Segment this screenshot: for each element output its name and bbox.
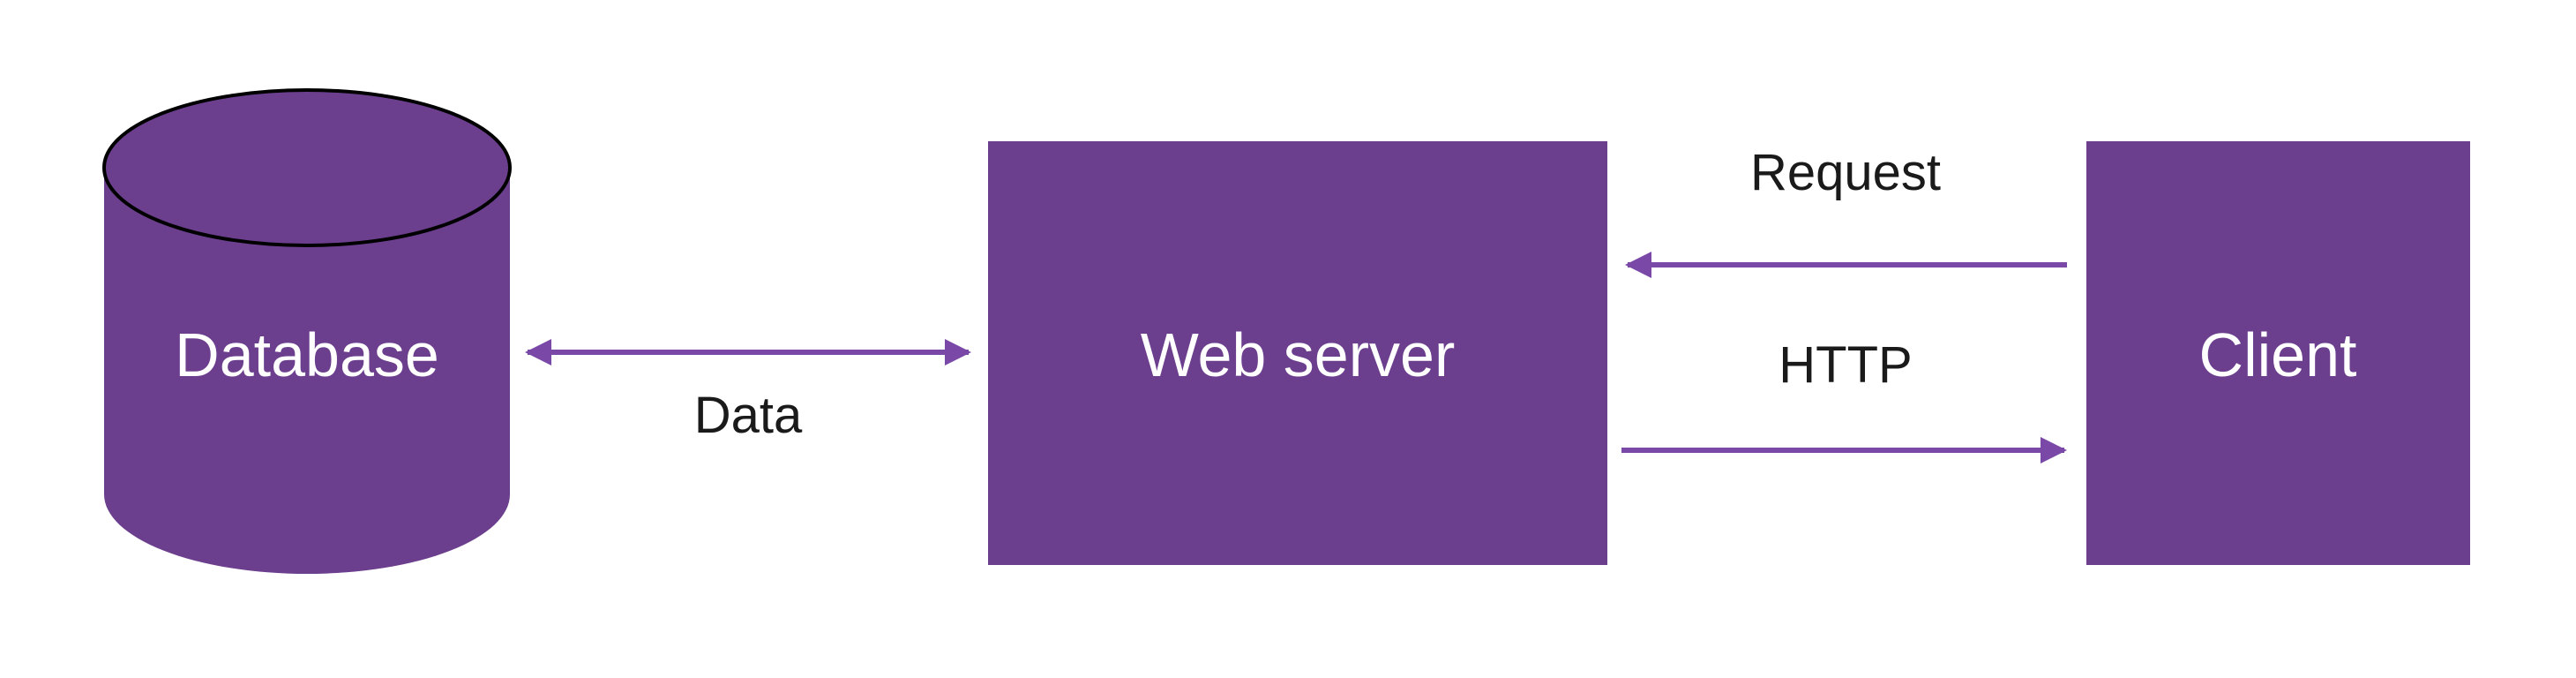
database-label: Database bbox=[175, 320, 439, 389]
web-server-box bbox=[988, 141, 1607, 565]
http-edge-label: HTTP bbox=[1778, 336, 1912, 394]
database-cylinder-body bbox=[104, 168, 510, 574]
database-node: Database bbox=[102, 88, 512, 574]
client-node: Client bbox=[2086, 141, 2470, 565]
request-edge-label: Request bbox=[1750, 144, 1941, 201]
request-edge: Request bbox=[1625, 144, 2067, 278]
web-server-label: Web server bbox=[1141, 320, 1456, 389]
client-box bbox=[2086, 141, 2470, 565]
database-cylinder-top bbox=[102, 88, 512, 247]
data-edge-label: Data bbox=[694, 387, 803, 444]
data-edge: Data bbox=[525, 339, 971, 444]
client-label: Client bbox=[2199, 320, 2357, 389]
web-server-node: Web server bbox=[988, 141, 1607, 565]
http-edge: HTTP bbox=[1621, 336, 2067, 463]
